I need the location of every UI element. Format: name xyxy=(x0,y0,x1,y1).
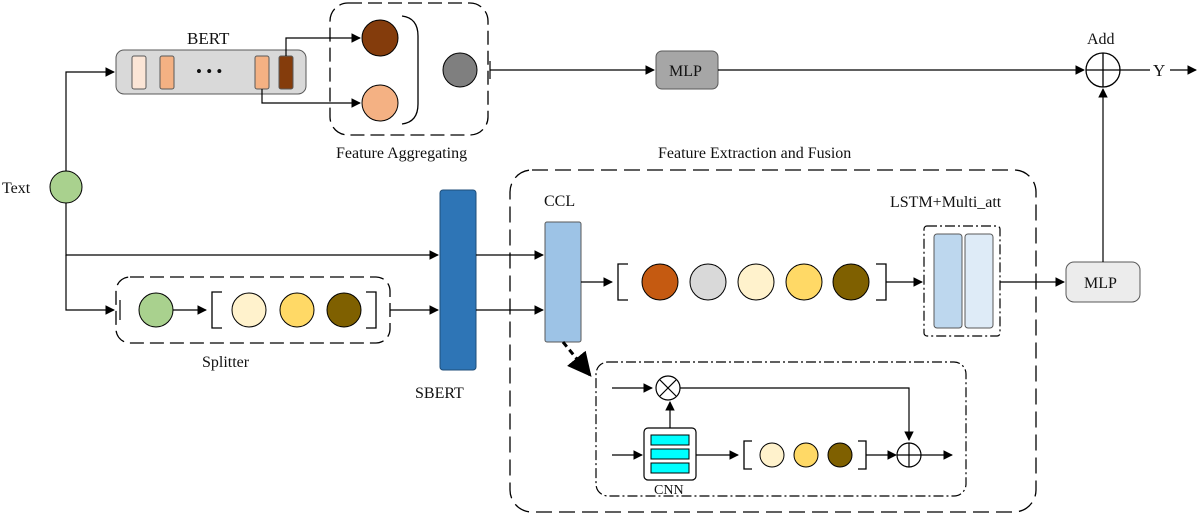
seq-node-2 xyxy=(689,263,727,301)
splitter-label: Splitter xyxy=(202,354,250,371)
edge-text-to-bert xyxy=(65,67,115,171)
ccl-label: CCL xyxy=(544,193,575,210)
lstm-label: LSTM+Multi_att xyxy=(890,194,1002,211)
cnn-cell-2 xyxy=(650,448,690,460)
sbert-label: SBERT xyxy=(415,385,464,402)
edge-text-to-sbert xyxy=(65,203,439,260)
bert-token-4 xyxy=(278,55,294,90)
cnn-cell-3 xyxy=(650,462,690,474)
cnn-label: CNN xyxy=(654,483,684,498)
mlp-right-label: MLP xyxy=(1084,275,1117,292)
edge-bert-to-agg-light xyxy=(261,89,361,108)
seq-node-1 xyxy=(641,263,679,301)
splitter-seq-2 xyxy=(279,292,315,328)
feature-aggregating-box xyxy=(329,2,489,136)
splitter-seq-3 xyxy=(326,292,362,328)
cnn-seq-2 xyxy=(793,442,819,468)
cnn-seq-bracket-right xyxy=(858,440,867,470)
ccl-block xyxy=(544,221,582,343)
agg-dark-node xyxy=(361,19,399,57)
edge-text-to-splitter xyxy=(65,255,115,315)
text-label: Text xyxy=(2,180,31,197)
agg-output-node xyxy=(442,52,478,88)
feature-extraction-label: Feature Extraction and Fusion xyxy=(658,145,851,162)
feature-aggregating-label: Feature Aggregating xyxy=(336,145,467,162)
lstm-cell-2 xyxy=(964,233,994,329)
agg-light-node xyxy=(361,84,399,122)
cnn-cell-1 xyxy=(650,434,690,446)
seq-node-4 xyxy=(785,263,823,301)
cnn-inner-box xyxy=(595,361,967,497)
bert-token-1 xyxy=(131,55,147,90)
agg-bracket xyxy=(401,15,419,125)
lstm-cell-1 xyxy=(933,233,963,329)
splitter-seq-1 xyxy=(231,292,267,328)
splitter-input-node xyxy=(138,292,174,328)
output-y-label: Y xyxy=(1153,61,1165,80)
bert-label: BERT xyxy=(187,29,230,48)
text-node xyxy=(49,170,83,204)
y-label-bg xyxy=(1150,60,1170,80)
seq-node-3 xyxy=(737,263,775,301)
bert-ellipsis: • • • xyxy=(196,62,222,81)
lstm-box xyxy=(923,225,1001,337)
seq-bracket-right xyxy=(876,263,887,301)
edge-multiply-to-plus xyxy=(680,387,914,441)
seq-node-5 xyxy=(832,263,870,301)
add-label: Add xyxy=(1087,31,1115,48)
bert-token-2 xyxy=(159,55,175,90)
mlp-top-label: MLP xyxy=(669,63,702,80)
edge-ccl-to-cnn-block xyxy=(561,341,592,377)
circled-times-icon xyxy=(655,375,681,401)
circled-plus-icon xyxy=(1085,52,1121,88)
seq-bracket-left xyxy=(617,263,628,301)
splitter-bracket-right xyxy=(366,291,377,329)
bert-token-3 xyxy=(254,55,270,90)
splitter-bracket-left xyxy=(211,291,222,329)
cnn-seq-3 xyxy=(827,442,853,468)
cnn-seq-1 xyxy=(759,442,785,468)
circled-plus-icon xyxy=(896,442,922,468)
feature-extraction-box xyxy=(509,169,1037,513)
cnn-seq-bracket-left xyxy=(743,440,752,470)
sbert-block xyxy=(439,189,477,371)
edge-bert-to-agg-dark xyxy=(285,33,361,56)
